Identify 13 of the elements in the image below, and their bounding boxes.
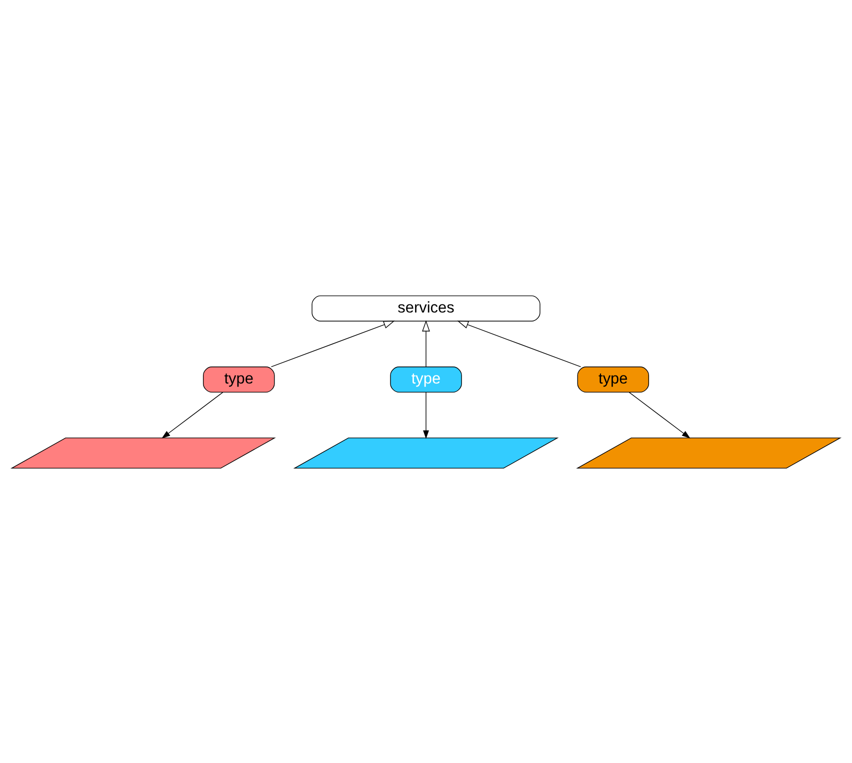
arrow	[457, 320, 582, 367]
node-parallelogram	[293, 437, 559, 468]
node-box: type	[577, 366, 650, 392]
arrow	[423, 392, 429, 438]
node-parallelogram	[576, 437, 842, 468]
node-box: type	[390, 366, 462, 392]
arrow	[422, 320, 430, 367]
arrow	[628, 391, 690, 438]
node-box: services	[312, 294, 540, 321]
arrow	[270, 320, 395, 367]
node-box: type	[202, 366, 275, 392]
node-parallelogram	[10, 437, 276, 468]
arrow	[162, 391, 224, 438]
